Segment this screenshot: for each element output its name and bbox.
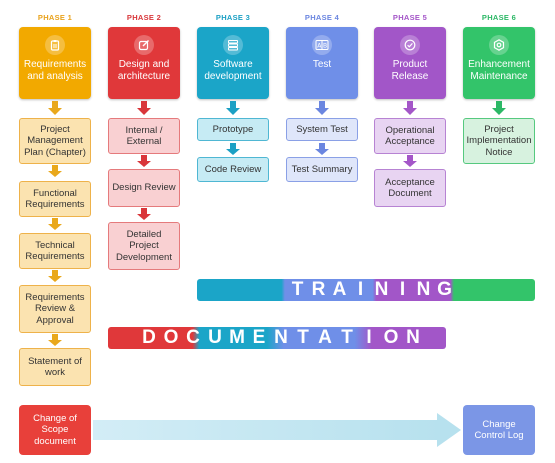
check-circle-icon <box>400 35 420 55</box>
arrow-down-icon <box>315 101 329 115</box>
phase-2-item-1: Internal / External <box>108 118 180 154</box>
arrow-down-icon <box>48 101 62 115</box>
documentation-band: D O C U M E N T A T I O N <box>108 327 446 349</box>
phase-6-header: Enhancement Maintenance <box>463 27 535 99</box>
svg-text:A: A <box>317 43 322 50</box>
training-letter: N <box>374 279 389 300</box>
clipboard-icon <box>45 35 65 55</box>
list-icon <box>223 35 243 55</box>
gear-icon <box>489 35 509 55</box>
phase-2-title: Design and architecture <box>117 59 171 82</box>
change-of-scope-box: Change of Scope document <box>19 405 91 455</box>
arrow-down-icon <box>48 270 62 282</box>
arrow-down-icon <box>137 101 151 115</box>
training-letter: A <box>332 279 347 300</box>
phase-1-item-3: Technical Requirements <box>19 233 91 269</box>
arrow-down-icon <box>137 155 151 167</box>
phase-5-item-2: Acceptance Document <box>374 169 446 207</box>
phase-1-item-4: Requirements Review & Approval <box>19 285 91 333</box>
arrow-down-icon <box>492 101 506 115</box>
phase-2-label: PHASE 2 <box>126 13 162 22</box>
arrow-down-icon <box>137 208 151 220</box>
phase-5-title: Product Release <box>391 59 429 82</box>
phase-1-header: Requirements and analysis <box>19 27 91 99</box>
phase-3-title: Software development <box>204 59 262 82</box>
documentation-letter: I <box>366 327 372 348</box>
arrow-down-icon <box>48 334 62 346</box>
training-letter: G <box>437 279 452 300</box>
documentation-letter: O <box>163 327 179 348</box>
phase-1-item-1: Project Management Plan (Chapter) <box>19 118 91 164</box>
phase-3-header: Software development <box>197 27 269 99</box>
phase-3-item-1: Prototype <box>197 118 269 141</box>
phase-4-item-1: System Test <box>286 118 358 141</box>
phase-2-header: Design and architecture <box>108 27 180 99</box>
phase-4-item-2: Test Summary <box>286 157 358 182</box>
training-letter: I <box>357 279 364 300</box>
documentation-letter: T <box>341 327 353 348</box>
phase-2-item-2: Design Review <box>108 169 180 207</box>
phase-6-label: PHASE 6 <box>481 13 517 22</box>
phase-2-item-3: Detailed Project Development <box>108 222 180 270</box>
svg-text:B: B <box>323 43 327 50</box>
phase-4-title: Test <box>312 59 332 70</box>
phase-1-title: Requirements and analysis <box>23 59 87 82</box>
documentation-letter: O <box>383 327 399 348</box>
arrow-down-icon <box>48 218 62 230</box>
training-band: T R A I N I N G <box>197 279 535 301</box>
documentation-letter: M <box>229 327 245 348</box>
phase-1-label: PHASE 1 <box>37 13 73 22</box>
phase-1-item-5: Statement of work <box>19 348 91 386</box>
phase-6-title: Enhancement Maintenance <box>468 59 530 82</box>
arrow-down-icon <box>403 155 417 167</box>
phase-6-item-1: Project Implementation Notice <box>463 118 535 164</box>
phase-4-label: PHASE 4 <box>304 13 340 22</box>
phase-5-header: Product Release <box>374 27 446 99</box>
training-letter: R <box>311 279 326 300</box>
documentation-letter: D <box>142 327 156 348</box>
documentation-letter: U <box>208 327 222 348</box>
arrow-down-icon <box>226 101 240 115</box>
phase-5-label: PHASE 5 <box>392 13 428 22</box>
documentation-letter: A <box>318 327 332 348</box>
arrow-right-icon <box>93 413 461 447</box>
training-letter: I <box>399 279 406 300</box>
change-control-log-box: Change Control Log <box>463 405 535 455</box>
training-letter: T <box>291 279 304 300</box>
arrow-down-icon <box>403 101 417 115</box>
training-letter: N <box>416 279 431 300</box>
arrow-down-icon <box>226 143 240 155</box>
arrow-down-icon <box>48 165 62 177</box>
arrow-down-icon <box>315 143 329 155</box>
edit-icon <box>134 35 154 55</box>
phase-5-item-1: Operational Acceptance <box>374 118 446 154</box>
documentation-letter: N <box>274 327 288 348</box>
documentation-letter: T <box>297 327 309 348</box>
phase-3-label: PHASE 3 <box>215 13 251 22</box>
documentation-letter: C <box>186 327 200 348</box>
documentation-letter: N <box>406 327 420 348</box>
phase-1-item-2: Functional Requirements <box>19 181 91 217</box>
phase-3-item-2: Code Review <box>197 157 269 182</box>
documentation-letter: E <box>252 327 266 348</box>
